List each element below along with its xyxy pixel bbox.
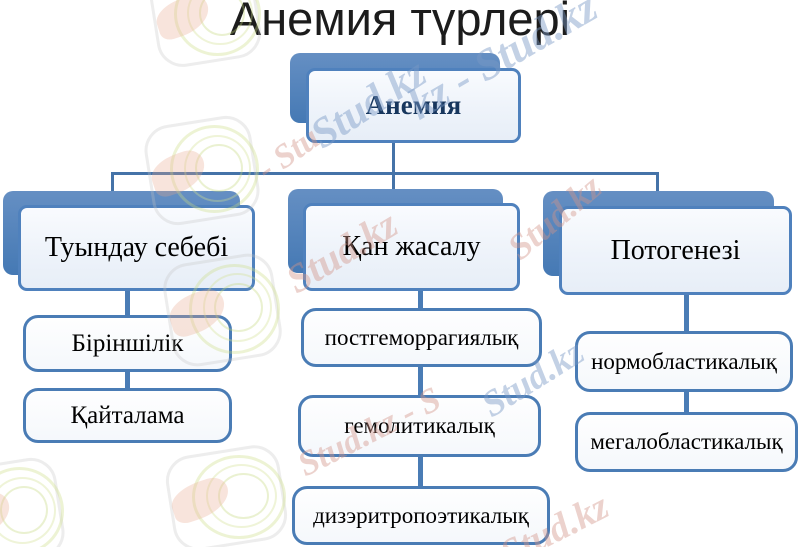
node-label: гемолитикалық	[344, 413, 495, 438]
connector-drop-left	[111, 172, 114, 194]
connector-drop-right	[656, 172, 659, 194]
logo-ring	[195, 144, 243, 193]
node-dyserythropoietic: дизэритропоэтикалық	[292, 486, 550, 545]
diagram-title: Анемия түрлері	[229, 0, 571, 45]
hummingbird-icon	[0, 488, 16, 542]
logo-ring	[0, 486, 48, 535]
node-primary: Біріншілік	[23, 315, 232, 372]
node-label: Потогенезі	[610, 234, 741, 266]
logo-ring	[206, 464, 278, 528]
logo-frame	[161, 441, 291, 547]
logo-ring	[191, 455, 286, 539]
node-label: мегалобластикалық	[590, 429, 783, 454]
logo-ring	[0, 467, 64, 547]
connector-right-col-1	[684, 293, 689, 333]
node-normoblastic: нормобластикалық	[575, 331, 793, 392]
studkz-logo-watermark	[161, 441, 291, 547]
connector-horizontal-bar	[111, 172, 659, 175]
connector-mid-col-1	[418, 289, 423, 311]
connector-mid-col-3	[418, 455, 423, 488]
node-label: Туындау себебі	[44, 232, 229, 263]
connector-root-vertical	[392, 142, 395, 190]
node-posthemorrhagic: постгеморрагиялық	[301, 308, 542, 367]
node-cause: Туындау себебі	[18, 205, 255, 291]
logo-ring	[0, 476, 56, 544]
node-pathogenesis: Потогенезі	[559, 206, 792, 295]
connector-left-col-2	[125, 370, 130, 390]
node-anemia: Анемия	[306, 68, 521, 143]
logo-frame	[0, 454, 69, 547]
node-megaloblastic: мегалобластикалық	[575, 412, 798, 472]
node-label: Анемия	[365, 90, 462, 120]
node-label: дизэритропоэтикалық	[313, 502, 529, 528]
connector-mid-col-2	[418, 364, 423, 397]
node-label: Қайталама	[70, 401, 185, 429]
node-hemolytic: гемолитикалық	[298, 395, 541, 457]
node-hematopoiesis: Қан жасалу	[303, 203, 520, 291]
node-recurrent: Қайталама	[23, 388, 232, 443]
logo-ring	[218, 473, 269, 519]
node-label: нормобластикалық	[591, 348, 777, 374]
studkz-logo-watermark	[0, 454, 69, 547]
hummingbird-icon	[166, 473, 234, 527]
node-label: Біріншілік	[71, 329, 184, 357]
node-label: постгеморрагиялық	[324, 324, 519, 350]
connector-left-col-1	[125, 289, 130, 317]
node-label: Қан жасалу	[342, 231, 481, 262]
connector-right-col-2	[684, 389, 689, 414]
